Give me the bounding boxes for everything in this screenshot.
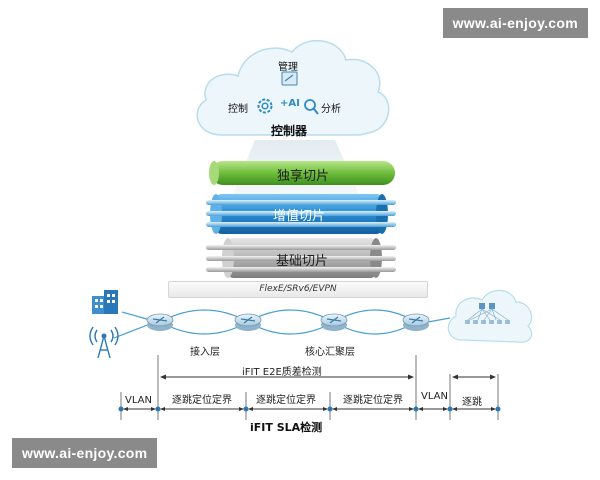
router-4 — [402, 313, 430, 331]
segment-arrows — [123, 407, 496, 411]
control-label: 控制 — [228, 104, 248, 115]
router-2 — [234, 313, 262, 331]
value-added-slice-label: 增值切片 — [272, 209, 325, 224]
e2e-detection-label: iFIT E2E质差检测 — [242, 367, 322, 378]
measurement-dots — [118, 406, 501, 412]
exclusive-slice-label: 独享切片 — [276, 169, 329, 184]
access-layer-label: 接入层 — [190, 347, 220, 358]
ai-label: +AI — [280, 98, 300, 109]
exclusive-slice — [209, 161, 395, 185]
antenna-icon — [89, 326, 119, 359]
e2e-arrow — [160, 374, 414, 380]
sla-detection-label: iFIT SLA检测 — [250, 421, 323, 434]
router-1 — [146, 313, 174, 331]
building-icon — [92, 290, 118, 314]
basic-slice-label: 基础切片 — [275, 254, 328, 269]
transport-bar: FlexE/SRv6/EVPN — [168, 281, 428, 298]
hop-segment-3-label: 逐跳定位定界 — [343, 395, 403, 406]
analyze-label: 分析 — [321, 104, 341, 115]
basic-slice — [206, 238, 396, 278]
controller-title: 控制器 — [271, 124, 308, 138]
watermark-bottom: www.ai-enjoy.com — [12, 438, 158, 468]
datacenter-cloud — [447, 289, 533, 343]
core-layer-label: 核心汇聚层 — [305, 347, 355, 358]
gear-icon — [257, 98, 273, 114]
manage-icon — [281, 71, 298, 86]
right-top-arrow — [452, 374, 496, 380]
router-3 — [320, 313, 348, 331]
magnifier-icon — [304, 99, 319, 115]
hop-label: 逐跳 — [462, 397, 482, 408]
watermark-top: www.ai-enjoy.com — [442, 8, 588, 38]
manage-label: 管理 — [278, 62, 298, 73]
vlan-right-label: VLAN — [421, 391, 448, 402]
hop-segment-2-label: 逐跳定位定界 — [256, 395, 316, 406]
value-added-slice — [206, 194, 396, 234]
vlan-left-label: VLAN — [125, 395, 152, 406]
controller-cloud — [196, 39, 390, 136]
hop-segment-1-label: 逐跳定位定界 — [172, 395, 232, 406]
